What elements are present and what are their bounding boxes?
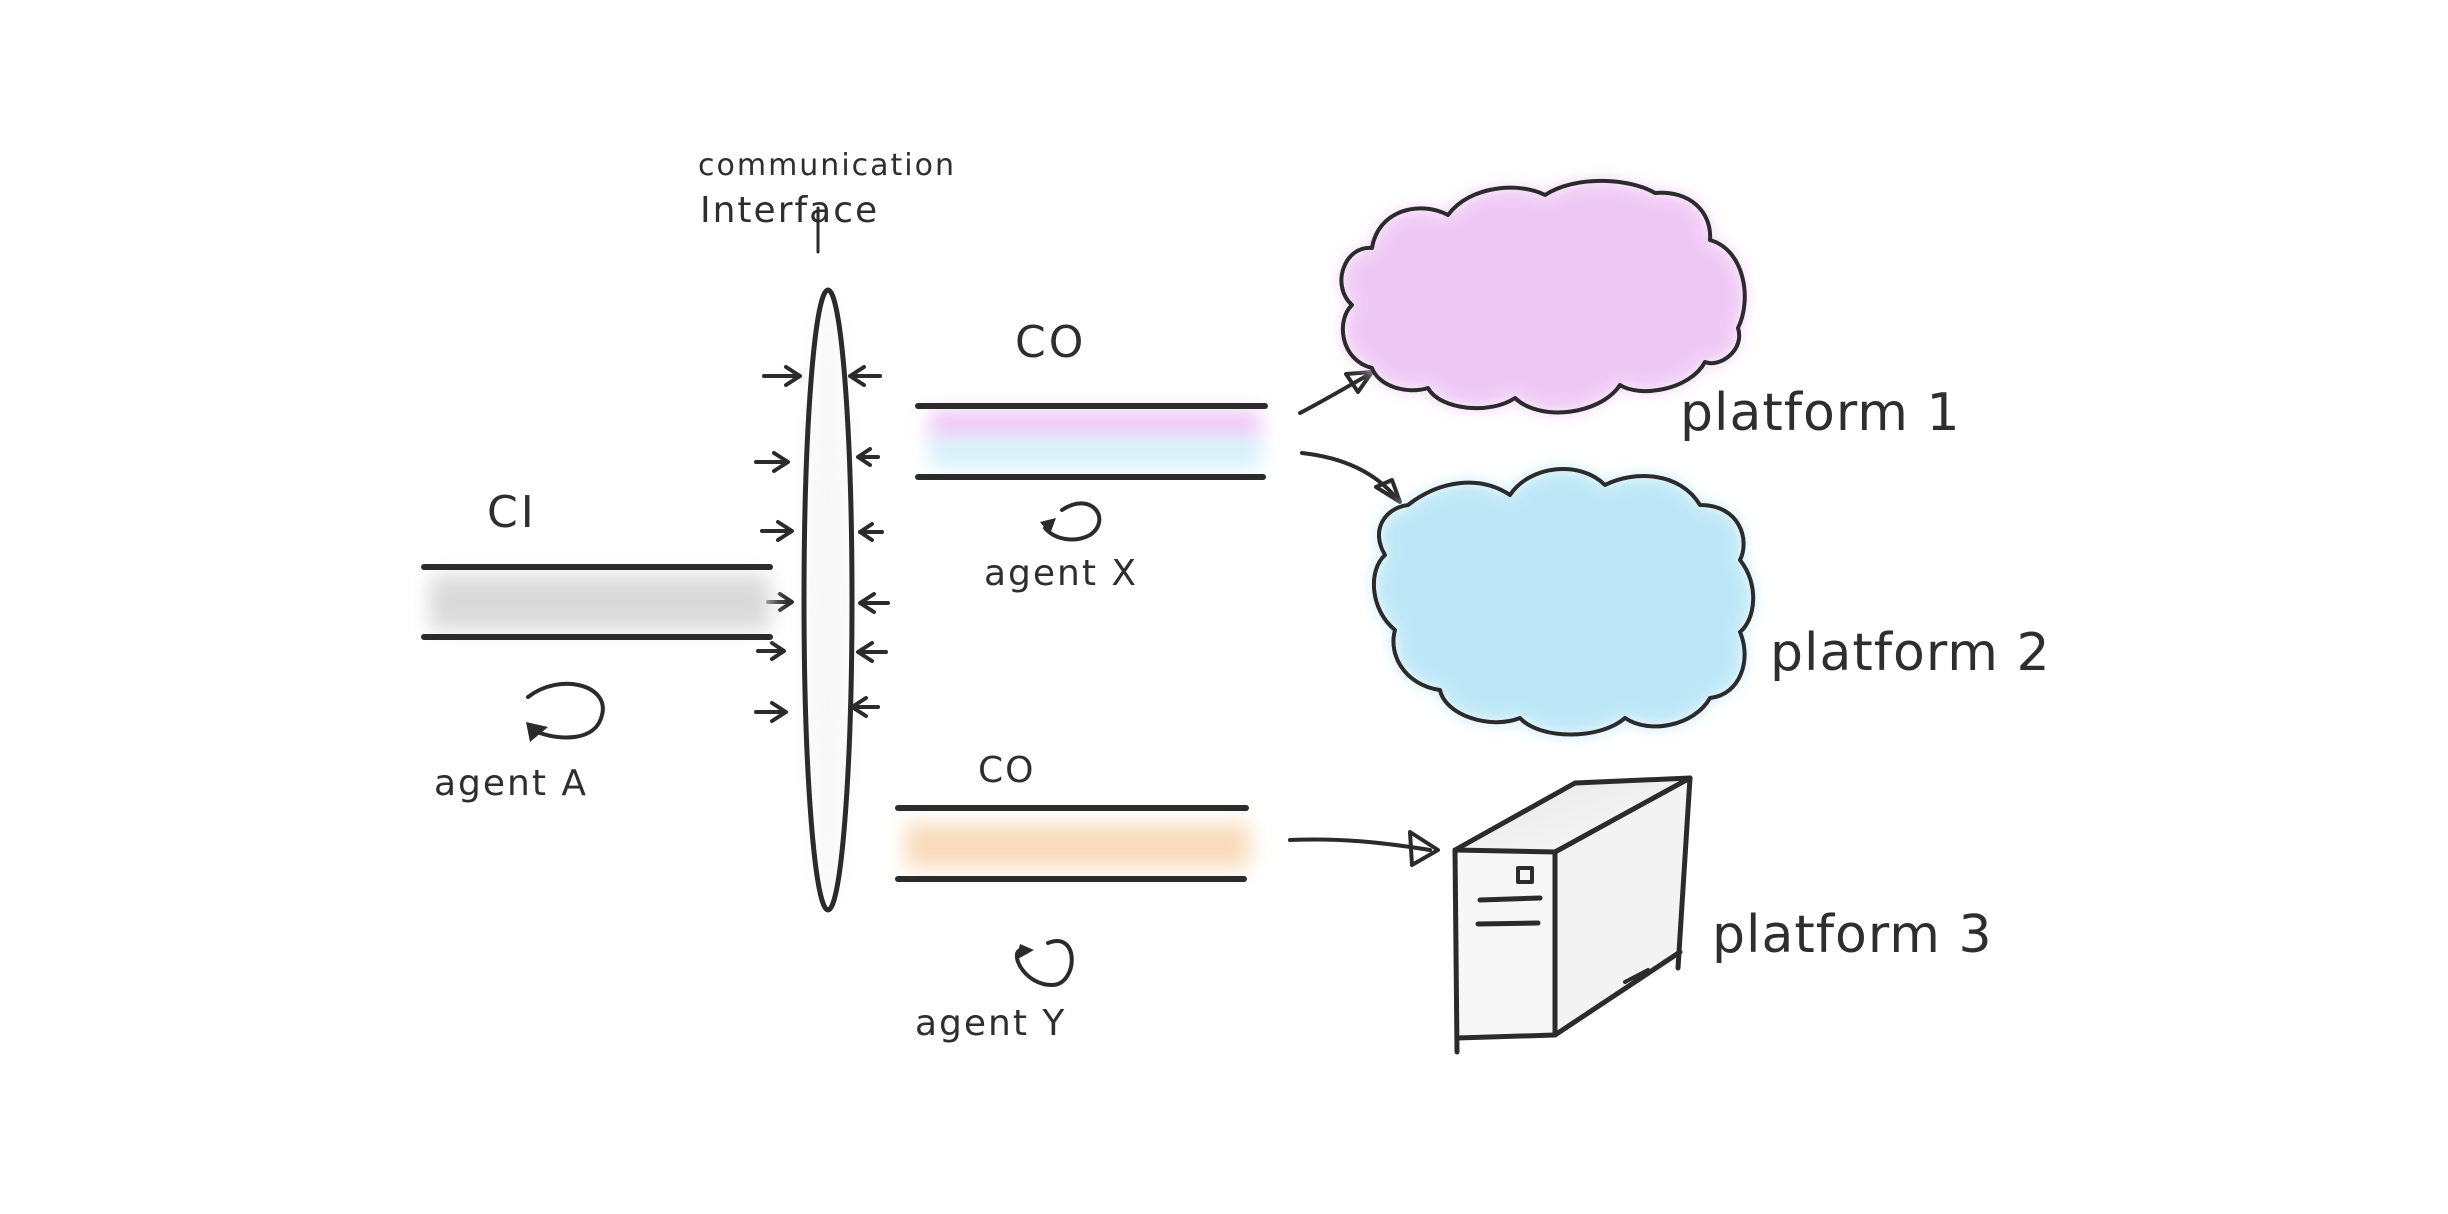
arrow-left-icon xyxy=(848,365,882,387)
platform-3: platform 3 xyxy=(1452,775,1993,1055)
interface-right-arrows xyxy=(848,365,890,718)
cloud-fill xyxy=(1373,468,1754,735)
platform-2-label: platform 2 xyxy=(1770,623,2051,683)
arrow-to-platform-3 xyxy=(1288,830,1440,867)
co-bottom-label: CO xyxy=(978,750,1035,791)
server-icon xyxy=(1452,775,1693,1055)
agent-a: agent A xyxy=(434,681,605,804)
agent-x: agent X xyxy=(984,501,1138,594)
arrow-right-icon xyxy=(754,451,790,473)
communication-interface xyxy=(754,287,890,913)
arrow-left-icon xyxy=(858,592,890,614)
ci-label: CI xyxy=(487,487,537,538)
arrow-left-icon xyxy=(850,696,880,718)
platform-1-label: platform 1 xyxy=(1680,383,1961,443)
ci-channel: CI agent A xyxy=(421,487,773,804)
interface-left-arrows xyxy=(754,365,802,723)
arrow-to-platform-2 xyxy=(1300,451,1402,504)
arrow-to-platform-1 xyxy=(1298,370,1374,415)
loop-arrow-icon xyxy=(526,681,605,740)
platform-1: platform 1 xyxy=(1339,178,1961,443)
agent-a-label: agent A xyxy=(434,763,588,804)
interface-label-line1: communication xyxy=(698,148,956,183)
arrow-right-icon xyxy=(762,365,802,387)
connector-arrows xyxy=(1288,370,1440,867)
co-top-label: CO xyxy=(1015,317,1086,368)
co-top-fill-blue xyxy=(930,440,1260,465)
cloud-icon xyxy=(1339,178,1747,415)
cloud-icon xyxy=(1371,467,1756,737)
agent-x-label: agent X xyxy=(984,553,1138,594)
arrow-left-icon xyxy=(856,447,880,467)
ci-channel-fill xyxy=(430,575,770,630)
arrow-left-icon xyxy=(858,522,884,542)
loop-arrow-icon xyxy=(1014,939,1074,987)
agent-y-label: agent Y xyxy=(915,1003,1066,1044)
interface-label-line2: Interface xyxy=(700,190,879,231)
arrow-right-icon xyxy=(754,701,788,723)
arrow-right-icon xyxy=(766,592,794,612)
agent-y: agent Y xyxy=(915,939,1074,1044)
interface-ellipse xyxy=(801,287,855,913)
arrow-right-icon xyxy=(760,520,794,542)
platform-2: platform 2 xyxy=(1371,467,2051,737)
co-bottom-fill xyxy=(905,823,1250,868)
platform-3-label: platform 3 xyxy=(1712,905,1993,965)
interface-label: communication Interface xyxy=(698,148,956,254)
arrow-right-icon xyxy=(756,641,786,661)
co-top-fill-pink xyxy=(930,410,1260,440)
co-bottom-channel: CO agent Y xyxy=(895,750,1250,1044)
cloud-fill xyxy=(1341,180,1745,413)
arrow-left-icon xyxy=(856,641,888,663)
loop-arrow-icon xyxy=(1043,501,1102,542)
co-top-channel: CO agent X xyxy=(915,317,1268,594)
